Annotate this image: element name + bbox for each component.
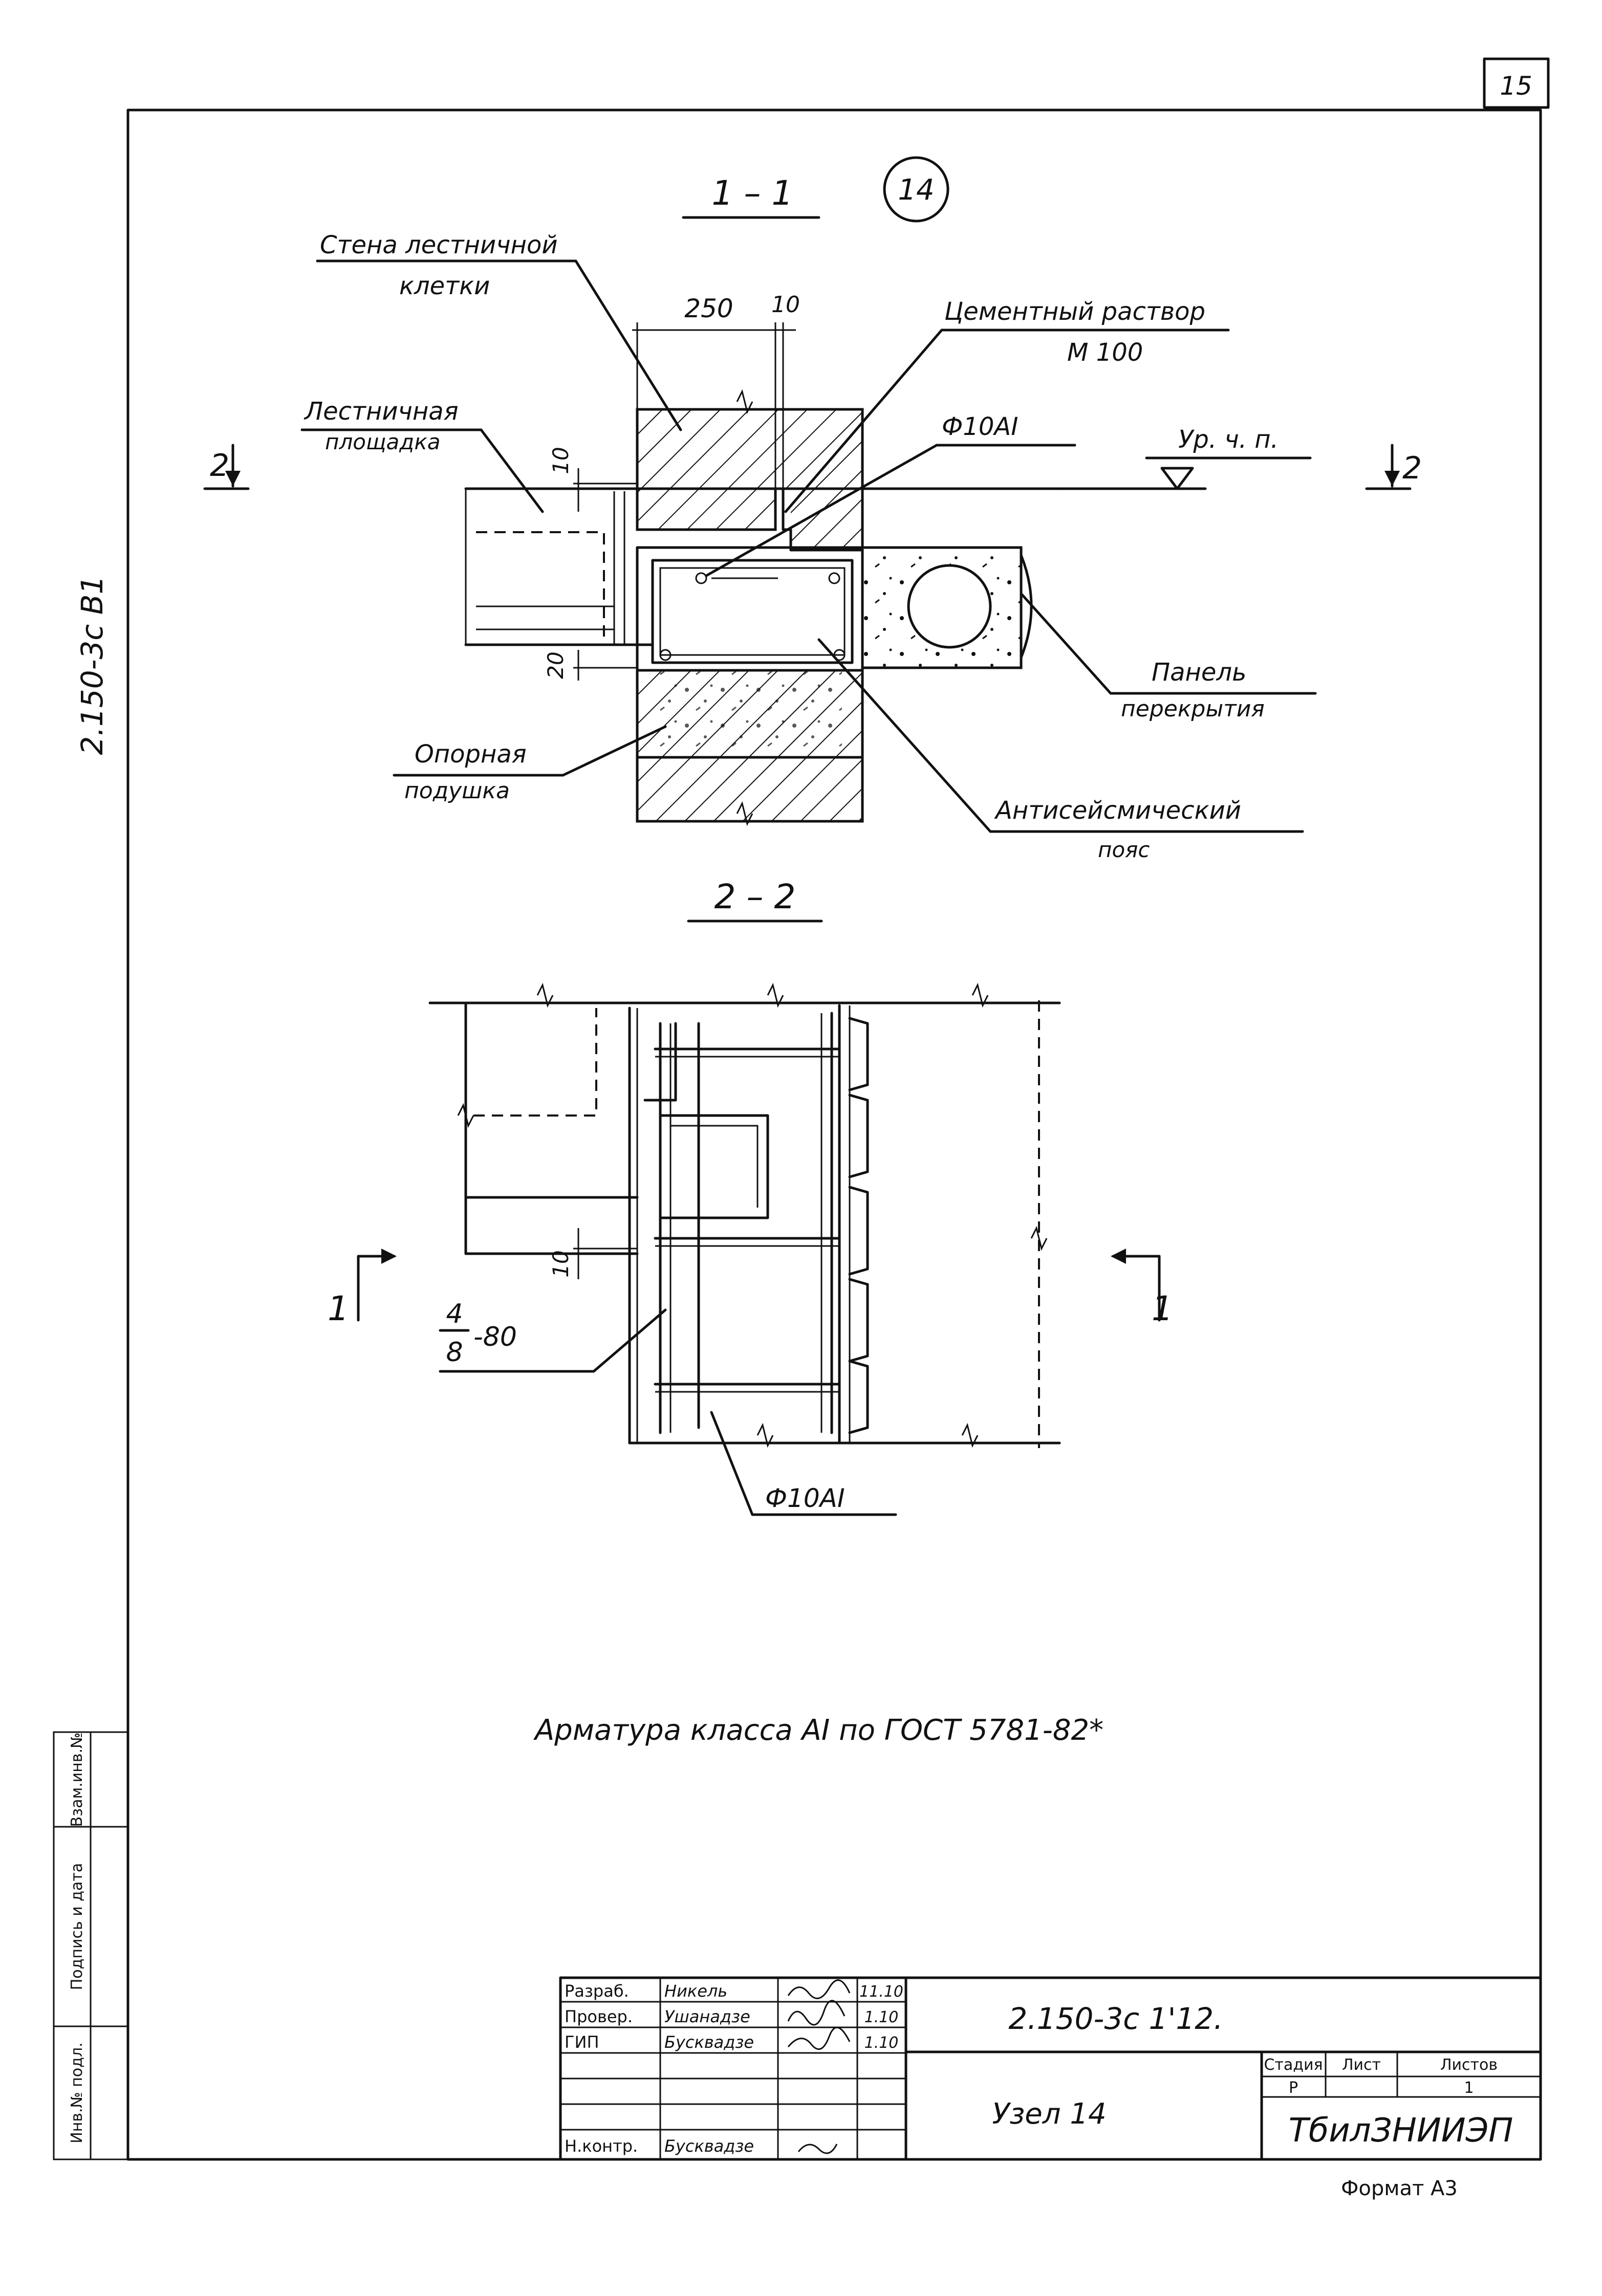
role-developer: Разраб.	[565, 1981, 629, 2001]
svg-text:Опорная: Опорная	[415, 740, 527, 769]
landing-plan	[457, 1001, 639, 1255]
label-panel: Панель перекрытия	[1020, 592, 1317, 722]
svg-text:Ф10АI: Ф10АI	[942, 412, 1018, 441]
date-chief: 1.10	[864, 2034, 899, 2052]
svg-text:Панель: Панель	[1152, 658, 1246, 687]
svg-text:подушка: подушка	[404, 778, 510, 804]
svg-text:Антисейсмический: Антисейсмический	[994, 796, 1241, 825]
svg-text:клетки: клетки	[399, 272, 490, 300]
section-2-2: 2 – 2	[328, 877, 1173, 1516]
label-belt: Антисейсмический пояс	[817, 638, 1304, 862]
name-developer: Никель	[664, 1981, 727, 2001]
organization: ТбилЗНИИЭП	[1289, 2112, 1513, 2150]
node-marker: 14	[883, 156, 949, 223]
sheet-header: Лист	[1342, 2056, 1381, 2074]
svg-text:1: 1	[1152, 1289, 1173, 1328]
svg-text:1: 1	[328, 1289, 349, 1328]
format-label: Формат А3	[1341, 2177, 1458, 2200]
svg-text:2: 2	[210, 448, 229, 484]
sheets-header: Листов	[1440, 2056, 1498, 2074]
doc-code: 2.150-3с 1'12.	[1008, 2001, 1223, 2036]
role-norm-control: Н.контр.	[565, 2136, 638, 2156]
label-spacing: 4 8 -80	[439, 1299, 667, 1373]
svg-text:М 100: М 100	[1067, 338, 1143, 367]
level-mark: Ур. ч. п.	[1063, 425, 1312, 490]
date-checker: 1.10	[864, 2008, 899, 2026]
section-2-2-title: 2 – 2	[715, 877, 796, 916]
item-title: Узел 14	[992, 2097, 1106, 2131]
sheets-value: 1	[1464, 2079, 1474, 2097]
label-landing: Лестничная площадка	[300, 397, 544, 513]
reinforcement-cage	[643, 1012, 841, 1434]
svg-text:Стена лестничной: Стена лестничной	[320, 231, 558, 259]
svg-text:8: 8	[446, 1337, 463, 1368]
wall-upper-block-2	[636, 487, 777, 531]
stair-landing	[464, 487, 654, 646]
svg-text:250: 250	[684, 294, 733, 323]
signature-3	[787, 2026, 851, 2050]
svg-text:-80: -80	[473, 1322, 517, 1352]
svg-text:10: 10	[548, 1250, 573, 1277]
svg-text:10: 10	[548, 447, 573, 474]
wall-upper-block	[636, 408, 864, 490]
reinforcement-note: Арматура класса АI по ГОСТ 5781-82*	[533, 1714, 1103, 1747]
name-chief: Бусквадзе	[664, 2032, 754, 2052]
section-1-1: 1 – 1	[203, 173, 1422, 862]
name-checker: Ушанадзе	[664, 2007, 750, 2026]
label-cushion: Опорная подушка	[393, 725, 667, 804]
dimension-20: 20	[543, 650, 637, 681]
svg-text:Ф10АI: Ф10АI	[765, 1483, 845, 1513]
label-wall: Стена лестничной клетки	[316, 231, 682, 431]
svg-text:10: 10	[771, 292, 800, 318]
svg-text:20: 20	[543, 651, 568, 679]
node-number: 14	[898, 173, 934, 207]
margin-code: 2.150-3c B1	[75, 576, 110, 755]
date-developer: 11.10	[859, 1983, 903, 2001]
stamp-replace-label: Взам.инв.№	[68, 1733, 86, 1827]
title-block: Разраб. Провер. ГИП Н.контр. Никель Ушан…	[559, 1976, 1542, 2161]
stage-value: Р	[1289, 2079, 1298, 2097]
svg-text:Лестничная: Лестничная	[304, 397, 459, 426]
sheet-number-box: 15	[1483, 57, 1550, 109]
side-stamp: Инв.№ подл. Подпись и дата Взам.инв.№	[53, 1731, 129, 2160]
svg-text:площадка: площадка	[325, 429, 440, 454]
role-checker: Провер.	[565, 2007, 633, 2026]
role-chief: ГИП	[565, 2032, 599, 2052]
svg-text:Цементный раствор: Цементный раствор	[944, 297, 1205, 326]
stamp-sign-label: Подпись и дата	[68, 1863, 86, 1991]
dimension-250: 250 10	[632, 292, 800, 491]
floor-panel	[861, 487, 1066, 669]
label-rebar-2-2: Ф10АI	[710, 1411, 897, 1516]
cut-mark-right-2: 2	[1365, 444, 1422, 490]
level-label: Ур. ч. п.	[1178, 425, 1279, 454]
label-rebar-1-1: Ф10АI	[705, 412, 1076, 577]
stamp-inv-label: Инв.№ подл.	[68, 2042, 86, 2143]
stage-header: Стадия	[1264, 2056, 1323, 2074]
section-1-1-title: 1 – 1	[712, 173, 793, 213]
svg-text:2: 2	[1402, 450, 1422, 486]
dimension-10-plan: 10	[548, 1228, 637, 1279]
sheet-number: 15	[1500, 71, 1532, 101]
signature-4	[797, 2144, 838, 2154]
svg-text:4: 4	[446, 1299, 463, 1329]
cut-mark-left-2: 2	[203, 444, 250, 490]
cut-mark-left-1: 1	[328, 1249, 397, 1328]
dimension-10-side: 10	[548, 447, 637, 512]
name-norm-control: Бусквадзе	[664, 2136, 754, 2156]
signature-2	[787, 2000, 846, 2026]
label-mortar: Цементный раствор М 100	[784, 297, 1230, 513]
svg-text:перекрытия: перекрытия	[1121, 696, 1265, 722]
cut-mark-right-1: 1	[1111, 1249, 1173, 1328]
signature-1	[787, 1979, 851, 1999]
svg-text:пояс: пояс	[1098, 837, 1150, 862]
